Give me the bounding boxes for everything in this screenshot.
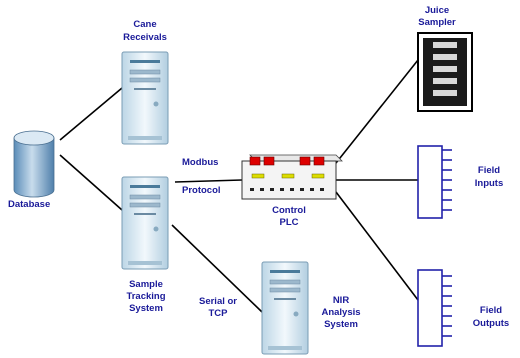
label-sample-tracking-line3: System bbox=[129, 303, 163, 314]
connections bbox=[59, 59, 419, 313]
label-database: Database bbox=[8, 199, 50, 210]
computer-icon bbox=[121, 51, 169, 145]
label-serial-tcp: Serial or TCP bbox=[199, 296, 237, 319]
io-bus-icon bbox=[417, 269, 452, 347]
label-nir-line1: NIR bbox=[333, 295, 350, 306]
link-database-cane bbox=[59, 87, 123, 141]
label-serial-tcp-line2: TCP bbox=[209, 308, 229, 319]
label-sample-tracking-line1: Sample bbox=[129, 279, 163, 290]
label-sample-tracking-line2: Tracking bbox=[126, 291, 165, 302]
label-cane-receivals: Cane Receivals bbox=[123, 19, 167, 43]
label-field-inputs: Field Inputs bbox=[475, 165, 504, 189]
juice-sampler-icon bbox=[417, 32, 473, 112]
label-protocol: Protocol bbox=[182, 185, 221, 196]
label-nir-line3: System bbox=[324, 319, 358, 330]
label-control-plc-line2: PLC bbox=[280, 217, 299, 228]
label-cane-receivals-line1: Cane bbox=[133, 19, 156, 30]
link-sample-nir bbox=[171, 224, 263, 313]
label-field-inputs-line2: Inputs bbox=[475, 178, 504, 189]
label-field-outputs-line2: Outputs bbox=[473, 318, 509, 329]
label-nir-line2: Analysis bbox=[321, 307, 360, 318]
database-icon bbox=[13, 130, 55, 198]
label-juice-sampler: Juice Sampler bbox=[418, 5, 456, 28]
label-serial-tcp-line1: Serial or bbox=[199, 296, 237, 307]
io-bus-icon bbox=[417, 145, 452, 219]
label-juice-sampler-line2: Sampler bbox=[418, 17, 456, 28]
label-juice-sampler-line1: Juice bbox=[425, 5, 449, 16]
link-sample-plc bbox=[174, 179, 243, 183]
link-database-sample bbox=[59, 154, 123, 211]
computer-icon bbox=[261, 261, 309, 355]
plc-icon bbox=[241, 154, 343, 200]
label-field-outputs: Field Outputs bbox=[473, 305, 509, 329]
link-plc-sampler bbox=[335, 59, 419, 164]
label-control-plc-line1: Control bbox=[272, 205, 306, 216]
label-modbus: Modbus bbox=[182, 157, 218, 168]
label-control-plc: Control PLC bbox=[272, 205, 306, 228]
label-cane-receivals-line2: Receivals bbox=[123, 32, 167, 43]
computer-icon bbox=[121, 176, 169, 270]
label-sample-tracking: Sample Tracking System bbox=[126, 279, 165, 314]
label-field-inputs-line1: Field bbox=[478, 165, 500, 176]
link-plc-outputs bbox=[335, 191, 419, 301]
label-nir-analysis: NIR Analysis System bbox=[321, 295, 360, 330]
label-field-outputs-line1: Field bbox=[480, 305, 502, 316]
